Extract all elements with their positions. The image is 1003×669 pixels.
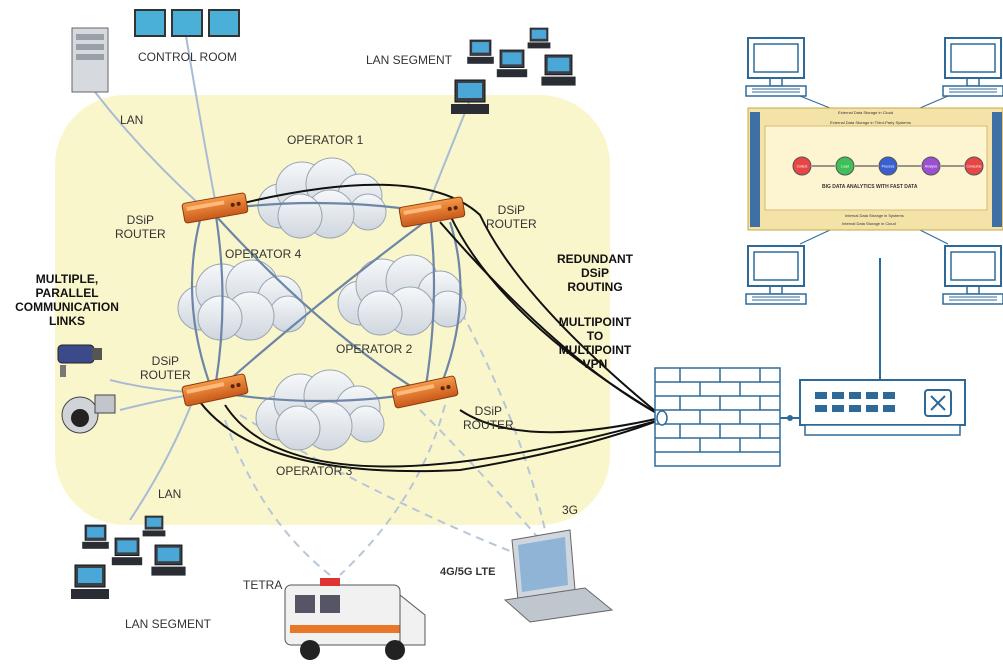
stage-label: Process [882, 165, 895, 169]
server-icon [71, 27, 109, 93]
label-lan-segment-top: LAN SEGMENT [366, 53, 453, 67]
label-lan-bottom: LAN [158, 487, 182, 501]
label-multiple-links: MULTIPLE, PARALLEL COMMUNICATION LINKS [15, 272, 119, 328]
label-operator-4: OPERATOR 4 [225, 247, 302, 261]
bigdata-ext-third: External Data Storage in Third-Party Sys… [830, 120, 911, 125]
label-control-room: CONTROL ROOM [138, 50, 237, 64]
label-operator-3: OPERATOR 3 [276, 464, 353, 478]
label-dsip-router-tr: DSiP ROUTER [486, 203, 537, 231]
network-switch-icon [780, 379, 966, 436]
firewall-icon [654, 367, 781, 467]
label-dsip-router-br: DSiP ROUTER [463, 404, 514, 432]
label-tetra: TETRA [243, 578, 283, 592]
label-dsip-router-tl: DSiP ROUTER [115, 213, 166, 241]
stage-circle-process [878, 156, 898, 176]
label-operator-2: OPERATOR 2 [336, 342, 413, 356]
stage-label: Collect [797, 165, 808, 169]
label-redundant-routing: REDUNDANT DSiP ROUTING [557, 252, 633, 294]
stage-circle-load [835, 156, 855, 176]
label-operator-1: OPERATOR 1 [287, 133, 364, 147]
label-lan-top: LAN [120, 113, 144, 127]
big-data-panel [745, 37, 1003, 305]
control-room-screens-icon [134, 9, 240, 37]
router-links [190, 201, 462, 403]
bigdata-title: BIG DATA ANALYTICS WITH FAST DATA [822, 184, 918, 190]
bigdata-int-cloud: Internal Data Storage in Cloud [842, 221, 896, 226]
vpn-lines [199, 183, 661, 473]
label-dsip-router-bl: DSiP ROUTER [140, 354, 191, 382]
security-camera-icon [57, 344, 102, 377]
lan-links [94, 29, 471, 521]
laptop-icon [503, 529, 614, 623]
wireless-links [224, 299, 546, 576]
dome-camera-icon [61, 394, 116, 434]
stage-label: Analyze [925, 165, 938, 169]
label-lte: 4G/5G LTE [440, 566, 496, 578]
bigdata-ext-cloud: External Data Storage in Cloud [838, 110, 894, 115]
lan-segment-bottom-pcs-icon [70, 515, 187, 600]
label-multipoint-vpn: MULTIPOINT TO MULTIPOINT VPN [558, 315, 632, 371]
ambulance-icon [284, 578, 426, 660]
bigdata-int-sys: Internal Data Storage in Systems [845, 213, 904, 218]
stage-circle-analyze [921, 156, 941, 176]
stage-label: Consume [967, 165, 982, 169]
label-lan-segment-bottom: LAN SEGMENT [125, 617, 212, 631]
stage-circle-collect [792, 156, 812, 176]
label-3g: 3G [562, 503, 579, 517]
stage-circle-consume [964, 156, 984, 176]
stage-label: Load [841, 165, 849, 169]
